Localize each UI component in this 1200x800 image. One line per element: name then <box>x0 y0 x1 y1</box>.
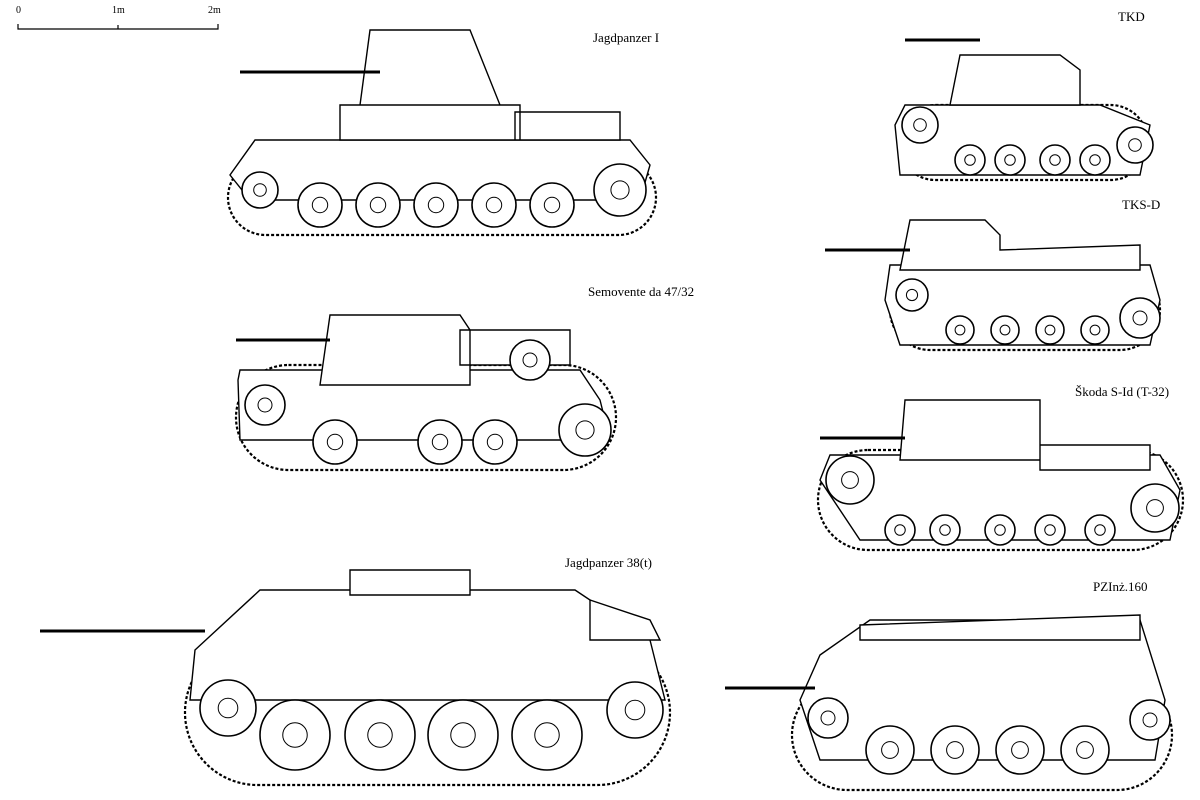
wheel-hub <box>1146 499 1164 517</box>
superstructure <box>319 314 571 386</box>
tank-semovente <box>234 314 618 472</box>
superstructure <box>899 219 1141 271</box>
wheel-hub <box>939 524 951 536</box>
superstructure <box>949 54 1081 106</box>
superstructure <box>859 614 1141 641</box>
wheel-hub <box>1011 741 1029 759</box>
label-semovente: Semovente da 47/32 <box>588 284 695 299</box>
superstructure <box>339 29 621 141</box>
wheel-hub <box>450 722 476 748</box>
wheel-hub <box>999 324 1011 336</box>
wheel-hub <box>1004 154 1016 166</box>
wheel-hub <box>427 196 445 214</box>
label-skoda-s-id: Škoda S-Id (T-32) <box>1075 384 1170 399</box>
tank-tks-d <box>825 219 1162 352</box>
tank-jagdpanzer-38t <box>40 569 672 787</box>
wheel-hub <box>1089 324 1101 336</box>
wheel-hub <box>964 154 976 166</box>
wheel-hub <box>1044 524 1056 536</box>
wheel-hub <box>431 433 449 451</box>
wheel-hub <box>1128 138 1142 152</box>
wheel-hub <box>253 183 267 197</box>
wheel-hub <box>820 710 836 726</box>
wheel-hub <box>217 697 239 719</box>
scale-tick-0: 0 <box>16 5 21 16</box>
label-pzinz-160: PZInż.160 <box>1093 579 1148 594</box>
wheel-hub <box>485 196 503 214</box>
wheel-hub <box>486 433 504 451</box>
wheel-hub <box>282 722 308 748</box>
wheel-hub <box>575 420 595 440</box>
wheel-hub <box>1132 310 1148 326</box>
wheel-hub <box>1044 324 1056 336</box>
wheel-hub <box>543 196 561 214</box>
wheel-hub <box>905 288 919 302</box>
wheel-hub <box>994 524 1006 536</box>
superstructure <box>899 399 1151 471</box>
scale-line <box>17 24 219 30</box>
wheel-hub <box>946 741 964 759</box>
wheel-hub <box>894 524 906 536</box>
tank-jagdpanzer-i <box>226 29 658 237</box>
label-jagdpanzer-i: Jagdpanzer I <box>593 30 660 45</box>
wheel-hub <box>534 722 560 748</box>
wheel-hub <box>522 352 538 368</box>
label-tks-d: TKS-D <box>1122 197 1161 212</box>
superstructure <box>349 569 662 641</box>
wheel-hub <box>257 397 273 413</box>
label-jagdpanzer-38t: Jagdpanzer 38(t) <box>565 555 652 570</box>
wheel-hub <box>1094 524 1106 536</box>
wheel-hub <box>1142 712 1158 728</box>
wheel-hub <box>1049 154 1061 166</box>
hull <box>884 264 1161 346</box>
wheel-hub <box>1089 154 1101 166</box>
wheel-hub <box>1076 741 1094 759</box>
wheel-hub <box>881 741 899 759</box>
hull <box>799 619 1166 761</box>
tank-tkd <box>894 38 1154 182</box>
wheel-hub <box>913 118 927 132</box>
tank-pzinz-160 <box>725 614 1174 792</box>
label-tkd: TKD <box>1118 9 1145 24</box>
wheel-hub <box>841 471 859 489</box>
scale-tick-1m: 1m <box>112 5 125 16</box>
wheel-hub <box>367 722 393 748</box>
wheel-hub <box>954 324 966 336</box>
scale-tick-2m: 2m <box>208 5 221 16</box>
wheel-hub <box>311 196 329 214</box>
tank-skoda-s-id <box>816 399 1185 552</box>
wheel-hub <box>610 180 630 200</box>
wheel-hub <box>369 196 387 214</box>
wheel-hub <box>624 699 646 721</box>
wheel-hub <box>326 433 344 451</box>
